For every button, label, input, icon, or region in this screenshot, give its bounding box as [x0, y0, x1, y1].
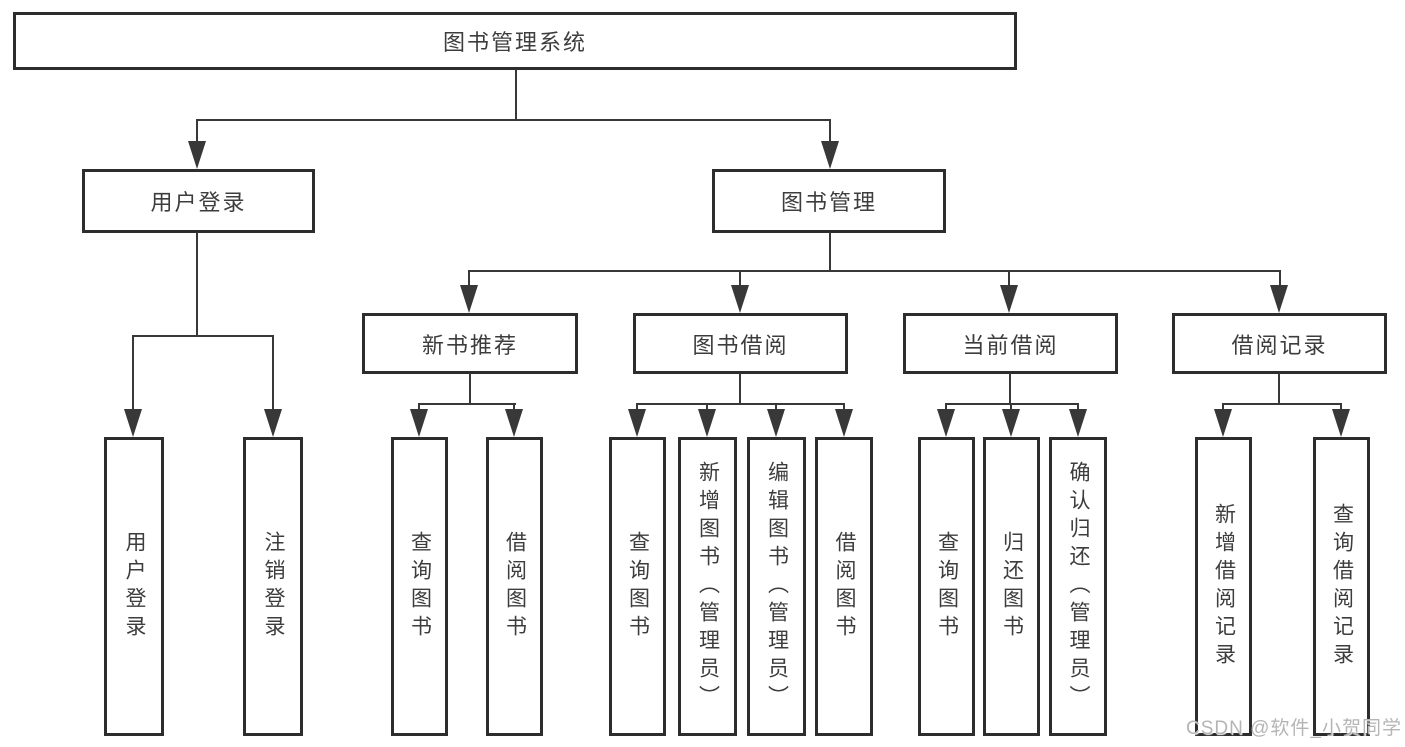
arrowhead-icon — [937, 409, 955, 437]
arrowhead-icon — [188, 141, 206, 169]
arrowhead-icon — [821, 141, 839, 169]
node-label: 用户登录 — [123, 530, 146, 643]
connector-line — [1009, 373, 1011, 405]
connector-line — [272, 335, 274, 411]
node-label: 查询图书 — [626, 530, 650, 643]
arrowhead-icon — [1069, 409, 1087, 437]
arrowhead-icon — [264, 409, 282, 437]
node-label: 图书借阅 — [692, 332, 789, 358]
node-book-borrowing: 图书借阅 — [633, 313, 848, 374]
connector-line — [739, 270, 741, 287]
node-borrow-books-recommend: 借阅图书 — [486, 437, 543, 736]
arrowhead-icon — [835, 409, 853, 437]
connector-line — [706, 403, 708, 412]
connector-line — [636, 403, 845, 405]
node-label: 图书管理 — [780, 190, 877, 215]
node-label: 编辑图书（管理员） — [765, 460, 789, 713]
connector-line — [513, 403, 515, 412]
connector-line — [196, 232, 198, 337]
node-return-books: 归还图书 — [983, 437, 1040, 736]
connector-line — [945, 403, 947, 412]
connector-line — [829, 119, 831, 143]
connector-line — [132, 335, 134, 411]
arrowhead-icon — [731, 285, 749, 313]
arrowhead-icon — [698, 409, 716, 437]
connector-line — [132, 335, 274, 337]
node-current-borrowing: 当前借阅 — [903, 313, 1118, 374]
connector-line — [1340, 403, 1342, 412]
node-label: 借阅记录 — [1231, 332, 1328, 358]
node-label: 注销登录 — [262, 530, 285, 643]
node-borrow-books-leaf: 借阅图书 — [815, 437, 873, 736]
connector-line — [1222, 403, 1342, 405]
node-label: 确认归还（管理员） — [1067, 460, 1090, 713]
connector-line — [739, 373, 741, 405]
connector-line — [515, 69, 517, 120]
arrowhead-icon — [767, 409, 785, 437]
node-label: 新书推荐 — [421, 332, 518, 358]
node-book-management: 图书管理 — [712, 169, 946, 233]
connector-line — [418, 403, 516, 405]
connector-line — [1010, 403, 1012, 412]
connector-line — [636, 403, 638, 412]
connector-line — [945, 403, 1079, 405]
connector-line — [196, 119, 831, 121]
connector-line — [1077, 403, 1079, 412]
connector-line — [196, 119, 198, 143]
node-confirm-return-admin: 确认归还（管理员） — [1049, 437, 1107, 736]
node-query-books-current: 查询图书 — [918, 437, 975, 736]
connector-line — [418, 403, 420, 412]
node-logout-leaf: 注销登录 — [243, 437, 303, 736]
node-query-books-recommend: 查询图书 — [391, 437, 448, 736]
connector-line — [468, 270, 470, 287]
node-label: 借阅图书 — [503, 530, 527, 643]
node-label: 当前借阅 — [962, 332, 1059, 358]
connector-line — [469, 373, 471, 405]
node-query-books-borrowing: 查询图书 — [609, 437, 666, 736]
connector-line — [1008, 270, 1010, 287]
arrowhead-icon — [124, 409, 142, 437]
arrowhead-icon — [410, 409, 428, 437]
connector-line — [843, 403, 845, 412]
node-label: 查询图书 — [408, 530, 432, 643]
node-borrowing-records: 借阅记录 — [1172, 313, 1387, 374]
node-label: 图书管理系统 — [442, 30, 587, 55]
arrowhead-icon — [460, 285, 478, 313]
node-label: 查询借阅记录 — [1330, 502, 1354, 671]
node-edit-books-admin: 编辑图书（管理员） — [747, 437, 806, 736]
node-user-login: 用户登录 — [82, 169, 315, 233]
arrowhead-icon — [505, 409, 523, 437]
watermark: CSDN @软件_小贺同学 — [1186, 718, 1402, 739]
node-label: 用户登录 — [150, 190, 247, 215]
node-label: 归还图书 — [1000, 530, 1024, 643]
arrowhead-icon — [1270, 285, 1288, 313]
node-add-borrow-record: 新增借阅记录 — [1195, 437, 1252, 736]
arrowhead-icon — [1214, 409, 1232, 437]
node-label: 查询图书 — [935, 530, 959, 643]
arrowhead-icon — [1000, 285, 1018, 313]
node-add-books-admin: 新增图书（管理员） — [678, 437, 737, 736]
connector-line — [775, 403, 777, 412]
arrowhead-icon — [628, 409, 646, 437]
connector-line — [1279, 270, 1281, 287]
node-library-management-system: 图书管理系统 — [13, 12, 1017, 70]
node-user-login-leaf: 用户登录 — [104, 437, 164, 736]
node-label: 新增借阅记录 — [1212, 502, 1236, 671]
node-label: 新增图书（管理员） — [696, 460, 720, 713]
connector-line — [1278, 373, 1280, 405]
node-new-book-recommendation: 新书推荐 — [362, 313, 578, 374]
node-query-borrow-record: 查询借阅记录 — [1313, 437, 1370, 736]
arrowhead-icon — [1332, 409, 1350, 437]
connector-line — [829, 232, 831, 272]
connector-line — [469, 270, 1281, 272]
node-label: 借阅图书 — [833, 530, 856, 643]
arrowhead-icon — [1002, 409, 1020, 437]
connector-line — [1222, 403, 1224, 412]
